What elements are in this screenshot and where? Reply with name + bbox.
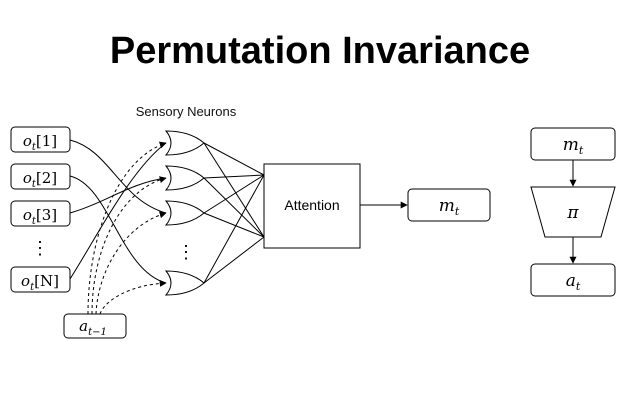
- obs-2-index: [2]: [36, 169, 57, 187]
- policy-memory-sub: t: [579, 144, 584, 157]
- policy-memory-symbol: m: [563, 135, 579, 155]
- obs-1-sub: t: [32, 142, 37, 153]
- prev-action-sub: t−1: [88, 327, 107, 338]
- obs-n-index: [N]: [34, 272, 59, 290]
- action-box: at: [530, 263, 616, 297]
- obs-n-sub: t: [30, 282, 35, 293]
- input-ellipsis: ⋮: [31, 238, 49, 258]
- obs-n-symbol: o: [21, 272, 30, 290]
- prev-action-symbol: a: [79, 317, 88, 335]
- svg-text:ot[3]: ot[3]: [23, 206, 57, 227]
- obs-2-sub: t: [32, 179, 37, 190]
- policy-symbol: π: [566, 203, 579, 223]
- obs-3-index: [3]: [36, 206, 57, 224]
- input-obs-2: ot[2]: [10, 163, 71, 190]
- svg-text:ot[1]: ot[1]: [23, 132, 57, 153]
- svg-text:at: at: [566, 271, 581, 293]
- page-title: Permutation Invariance: [109, 30, 531, 72]
- obs-2-symbol: o: [23, 169, 32, 187]
- obs-1-index: [1]: [36, 132, 57, 150]
- svg-text:mt: mt: [439, 196, 460, 218]
- neuron-4: [164, 270, 205, 296]
- memory-symbol: m: [439, 196, 455, 216]
- attention-label: Attention: [284, 197, 339, 213]
- prev-action-connections: [87, 141, 167, 315]
- policy-trapezoid: π: [530, 186, 616, 238]
- attention-box: Attention: [263, 163, 361, 249]
- memory-box: mt: [407, 188, 491, 222]
- action-symbol: a: [566, 271, 576, 291]
- memory-sub: t: [455, 205, 460, 218]
- neuron-ellipsis: ⋮: [177, 242, 195, 262]
- input-obs-3: ot[3]: [10, 200, 71, 227]
- action-sub: t: [576, 280, 581, 293]
- svg-text:mt: mt: [563, 135, 584, 157]
- svg-text:ot[N]: ot[N]: [21, 272, 59, 293]
- input-connections: [69, 139, 167, 284]
- neuron-3: [164, 200, 205, 226]
- obs-1-symbol: o: [23, 132, 32, 150]
- prev-action-box: at−1: [63, 313, 127, 339]
- neuron-2: [164, 165, 205, 191]
- obs-3-sub: t: [32, 216, 37, 227]
- obs-3-symbol: o: [23, 206, 32, 224]
- policy-memory-box: mt: [530, 127, 616, 161]
- svg-text:ot[2]: ot[2]: [23, 169, 57, 190]
- input-obs-1: ot[1]: [10, 126, 71, 153]
- svg-text:at−1: at−1: [79, 317, 107, 338]
- input-obs-n: ot[N]: [10, 266, 71, 293]
- neuron-attention-connections: [203, 142, 265, 284]
- neuron-1: [164, 130, 205, 156]
- sensory-neurons: [164, 130, 205, 296]
- sensory-neurons-caption: Sensory Neurons: [135, 104, 237, 119]
